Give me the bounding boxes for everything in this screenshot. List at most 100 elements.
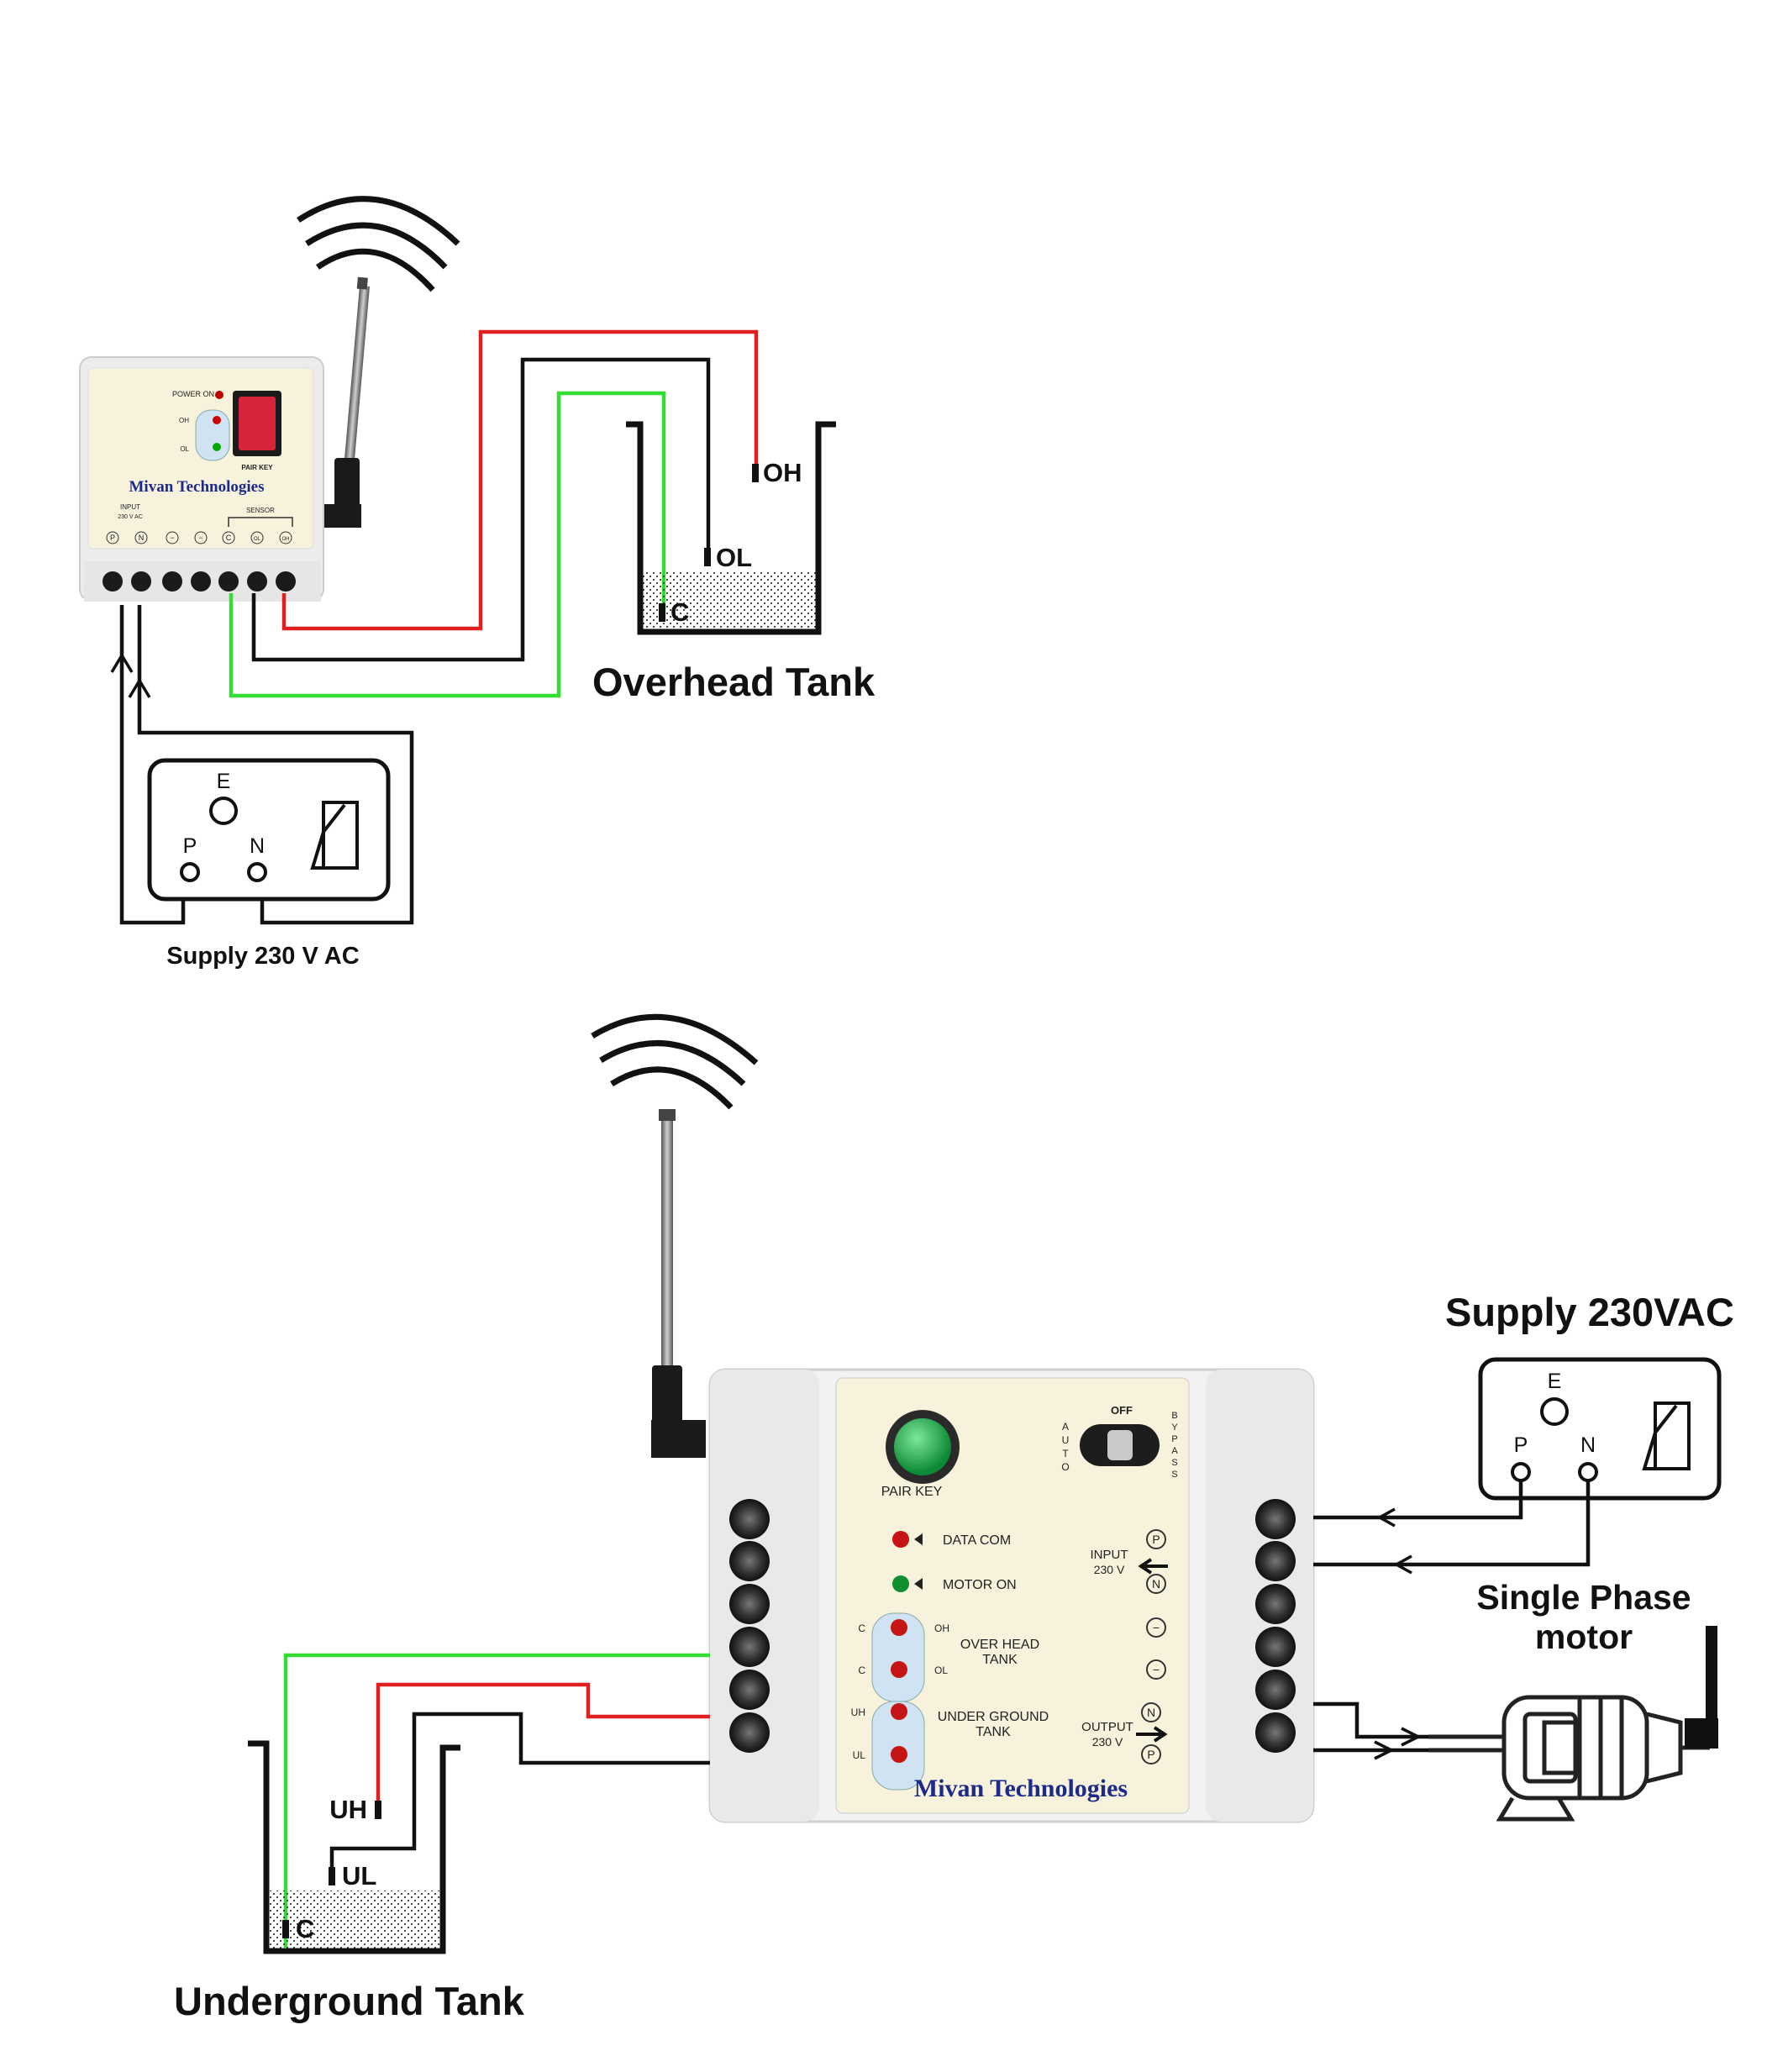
socket-right-n-label: N: [1580, 1433, 1596, 1457]
top-wires: [229, 329, 759, 698]
probe-ul-label: UL: [342, 1861, 376, 1891]
socket-top-switch-icon: [310, 801, 359, 870]
tx-terminal-labels: P N − − C OL OH: [106, 531, 292, 544]
probe-oh: [752, 464, 759, 482]
output-arrow-icon: [1136, 1726, 1168, 1743]
socket-top-phase-hole: [180, 862, 200, 882]
rx-output-label: OUTPUT: [1081, 1720, 1133, 1734]
wifi-signal-icon-top: [297, 196, 460, 292]
rx-terminal-markers: P N − − N P: [1141, 1529, 1166, 1764]
bottom-wires: [283, 1653, 710, 1948]
rx-right-terminals: [1255, 1499, 1296, 1753]
power-on-label: POWER ON: [172, 390, 214, 398]
rx-led-oh-label: OH: [934, 1622, 949, 1634]
tx-oh-led: [213, 416, 221, 424]
probe-ul: [329, 1867, 335, 1885]
svg-text:P: P: [1152, 1533, 1160, 1546]
svg-text:N: N: [139, 534, 145, 542]
socket-top-n-label: N: [250, 834, 265, 858]
underground-tank: UH UL C: [248, 1740, 460, 1954]
overhead-tank: OH OL C: [626, 421, 836, 635]
wire-red-top: [281, 329, 759, 631]
pair-key-button-rx[interactable]: [894, 1418, 951, 1475]
tx-input-voltage: 230 V AC: [118, 514, 143, 520]
svg-text:O: O: [1061, 1461, 1069, 1473]
socket-right-switch-icon: [1642, 1401, 1691, 1470]
rx-led-ul-label: UL: [853, 1749, 866, 1761]
socket-right: E P N: [1478, 1357, 1722, 1501]
supply-wires-right: [1313, 1480, 1591, 1575]
svg-text:N: N: [1152, 1577, 1160, 1591]
svg-text:A: A: [1171, 1446, 1178, 1456]
single-phase-motor-icon: [1428, 1626, 1718, 1822]
socket-top-earth-hole: [209, 797, 238, 825]
rx-led-c2-label: C: [858, 1664, 865, 1676]
socket-right-earth-hole: [1540, 1397, 1569, 1426]
motor-on-led: [892, 1575, 909, 1592]
rx-brand: Mivan Technologies: [914, 1775, 1128, 1802]
rx-output-voltage: 230 V: [1092, 1735, 1123, 1749]
wire-black-top: [251, 357, 711, 662]
svg-text:Y: Y: [1171, 1423, 1178, 1433]
wire-green-bottom: [283, 1653, 710, 1948]
ul-led: [891, 1746, 907, 1763]
rx-under-ground-label-1: UNDER GROUND: [938, 1710, 1049, 1724]
probe-c-bottom-label: C: [296, 1914, 314, 1943]
wire-red-bottom: [376, 1682, 710, 1802]
probe-c-bottom: [282, 1920, 289, 1938]
supply-right-label: Supply 230VAC: [1445, 1290, 1734, 1334]
overhead-tank-label: Overhead Tank: [592, 660, 876, 704]
rx-input-voltage: 230 V: [1094, 1563, 1125, 1576]
rx-input-label: INPUT: [1091, 1548, 1128, 1562]
svg-text:−: −: [1153, 1621, 1160, 1634]
rx-off-label: OFF: [1111, 1404, 1133, 1417]
probe-c-label: C: [671, 597, 689, 627]
tx-terminal-screws: [103, 571, 296, 592]
wire-green-top: [229, 391, 666, 698]
svg-text:OL: OL: [254, 537, 261, 542]
tx-pair-key-label: PAIR KEY: [241, 464, 273, 471]
svg-text:C: C: [226, 534, 232, 542]
rx-led-c1-label: C: [858, 1622, 865, 1634]
rx-under-ground-label-2: TANK: [976, 1725, 1011, 1739]
wire-black-bottom: [329, 1712, 710, 1870]
socket-top-e-label: E: [217, 770, 231, 793]
socket-top-neutral-hole: [247, 862, 267, 882]
socket-right-e-label: E: [1548, 1370, 1562, 1393]
tx-oh-label: OH: [179, 417, 189, 424]
svg-text:−: −: [198, 534, 202, 542]
svg-text:B: B: [1171, 1411, 1177, 1421]
rx-left-terminals: [729, 1499, 770, 1753]
rx-data-com-label: DATA COM: [943, 1533, 1011, 1548]
rx-over-head-label-1: OVER HEAD: [960, 1638, 1039, 1652]
svg-text:OH: OH: [282, 537, 290, 542]
svg-text:−: −: [170, 534, 174, 542]
socket-top-p-label: P: [183, 834, 197, 858]
socket-right-p-label: P: [1514, 1433, 1528, 1457]
antenna-bottom: [651, 1109, 706, 1458]
oh-led: [891, 1619, 907, 1636]
motor-label-line1: Single Phase: [1476, 1578, 1691, 1617]
output-wires: [1313, 1701, 1428, 1760]
power-on-led: [215, 391, 224, 399]
tx-sensor-label: SENSOR: [246, 507, 275, 514]
tx-ol-led: [213, 443, 221, 451]
probe-ol: [704, 548, 711, 566]
rx-over-head-label-2: TANK: [982, 1653, 1018, 1667]
tx-input-label: INPUT: [120, 503, 140, 511]
tx-ol-label: OL: [180, 445, 189, 453]
rx-motor-on-label: MOTOR ON: [943, 1578, 1017, 1592]
probe-oh-label: OH: [763, 458, 802, 487]
transmitter-unit: POWER ON OH OL PAIR KEY Mivan Technologi…: [79, 356, 324, 602]
probe-uh: [375, 1801, 381, 1819]
rx-led-uh-label: UH: [851, 1707, 865, 1718]
underground-tank-label: Underground Tank: [174, 1979, 525, 2023]
svg-text:P: P: [110, 534, 115, 542]
probe-ol-label: OL: [716, 543, 752, 572]
rx-pair-key-label: PAIR KEY: [881, 1485, 943, 1499]
motor-label-line2: motor: [1535, 1617, 1633, 1656]
